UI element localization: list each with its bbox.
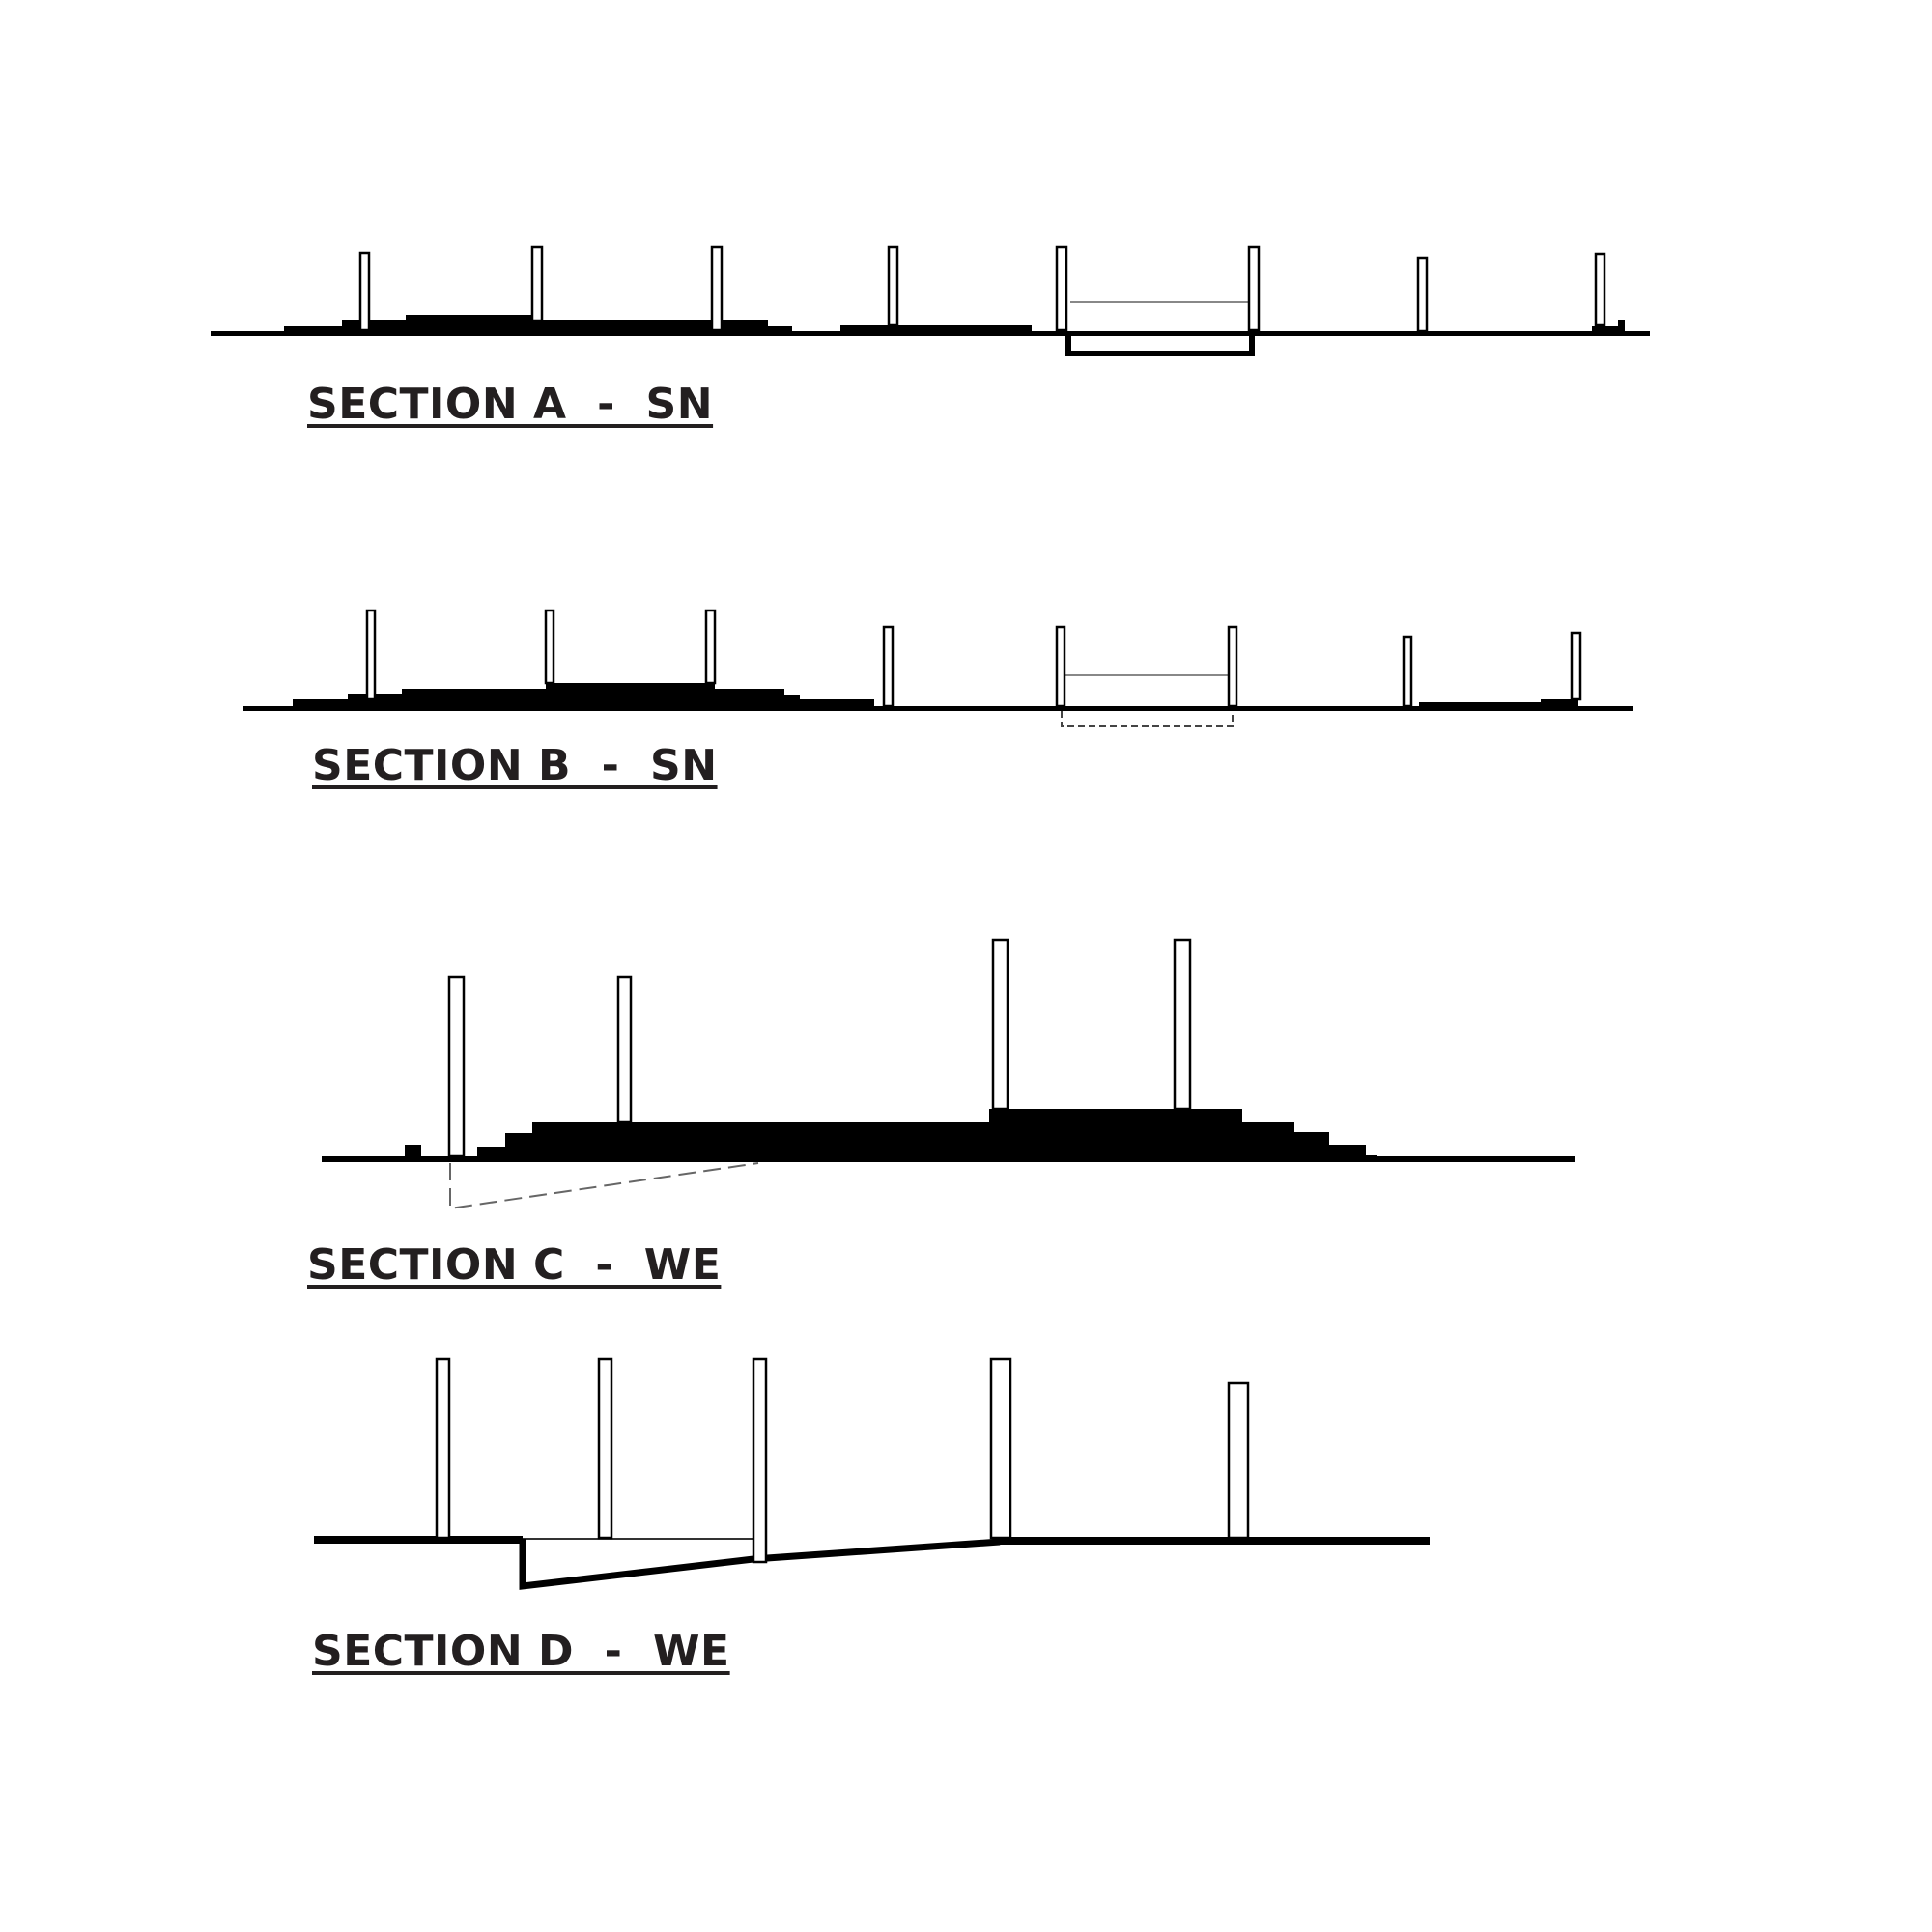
post [1173, 938, 1192, 1111]
pool-floor [519, 1538, 1001, 1590]
ground-line [243, 706, 1633, 711]
terrain-block [405, 1145, 421, 1156]
post [544, 609, 555, 685]
section-d-title: SECTION D - WE [312, 1627, 730, 1676]
post [752, 1357, 768, 1564]
section-b-drawing [243, 609, 1633, 727]
underground-outline-dashed [449, 1162, 759, 1210]
post [358, 251, 371, 332]
post [1247, 245, 1261, 332]
pit-outline-dashed [1061, 711, 1234, 727]
ground-line [314, 1536, 523, 1544]
terrain-mass [1592, 320, 1625, 334]
terrain-mass [284, 315, 792, 334]
ground-line [995, 1537, 1430, 1545]
post [435, 1357, 451, 1540]
post [1055, 625, 1066, 708]
post [710, 245, 724, 332]
section-c-drawing [322, 938, 1575, 1210]
post [530, 245, 544, 323]
terrain-mass [293, 683, 874, 708]
terrain-mound [477, 1109, 1377, 1162]
post [1227, 625, 1238, 708]
post [704, 609, 717, 685]
posts [365, 609, 1582, 708]
post [616, 975, 633, 1123]
post [1594, 252, 1606, 327]
post [1416, 256, 1429, 333]
terrain-mass [1419, 702, 1541, 708]
post [447, 975, 466, 1158]
post [989, 1357, 1012, 1540]
section-a-drawing [211, 245, 1650, 356]
post [1055, 245, 1068, 332]
post [597, 1357, 613, 1540]
section-d-drawing [314, 1357, 1430, 1590]
post [365, 609, 377, 701]
section-b-title: SECTION B - SN [312, 741, 718, 790]
terrain-mass [1541, 694, 1578, 708]
post [887, 245, 899, 327]
post [882, 625, 895, 708]
post [1570, 631, 1582, 701]
post [1227, 1381, 1250, 1540]
section-a-title: SECTION A - SN [307, 380, 714, 429]
post [1402, 635, 1413, 708]
posts [358, 245, 1606, 333]
posts [447, 938, 1192, 1158]
posts [435, 1357, 1250, 1564]
pit-outline [1065, 331, 1255, 356]
post [991, 938, 1009, 1111]
section-c-title: SECTION C - WE [307, 1240, 722, 1290]
terrain-mass [840, 325, 1032, 334]
